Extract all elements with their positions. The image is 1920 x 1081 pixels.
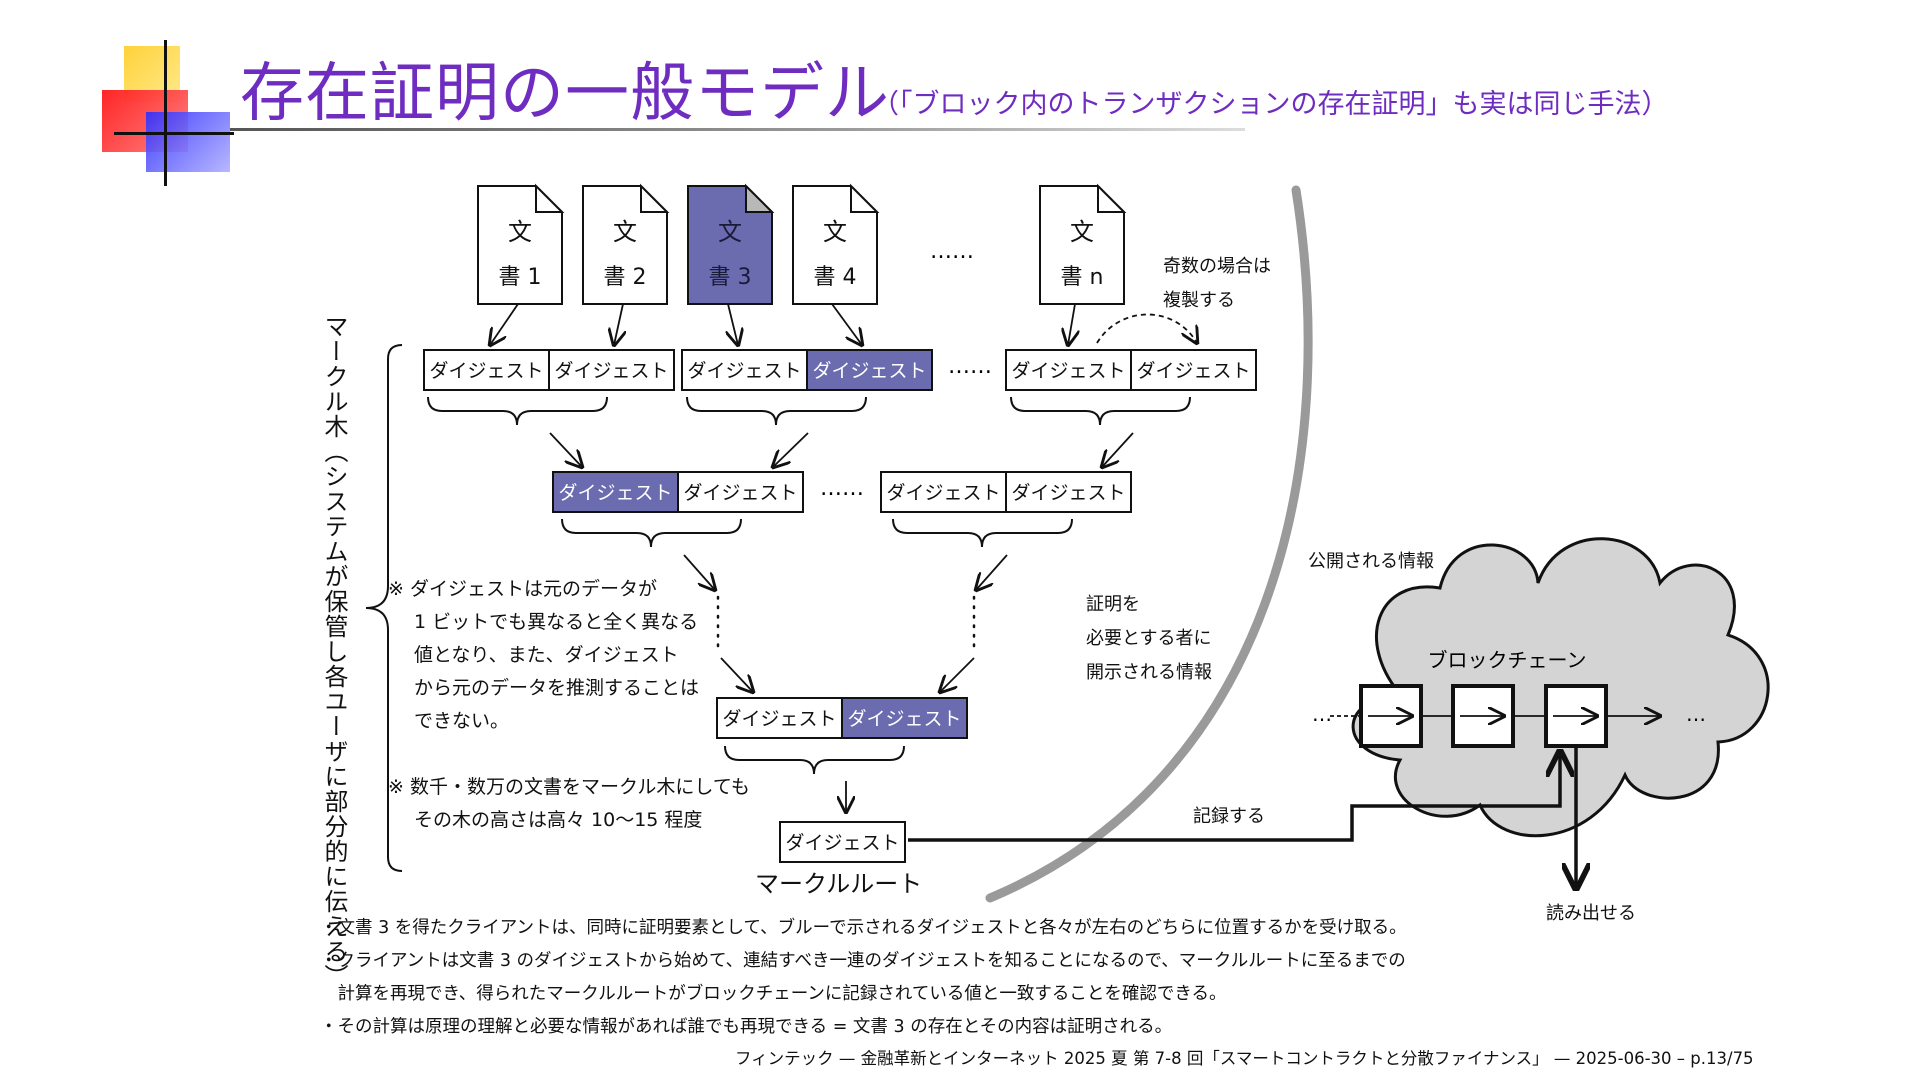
- boundary-curve: [985, 185, 1313, 903]
- bullet-item: ・その計算は原理の理解と必要な情報があれば誰でも再現できる = 文書 3 の存在…: [320, 1017, 1173, 1037]
- digest-label: ダイジェスト: [1011, 482, 1125, 504]
- digest-label: ダイジェスト: [886, 482, 1000, 504]
- readable-label: 読み出せる: [1546, 903, 1636, 924]
- odd-note: 奇数の場合は 複製する: [1163, 256, 1271, 311]
- digest-box: ダイジェスト: [423, 349, 550, 391]
- row2-ellipsis: ……: [820, 476, 864, 501]
- bullet-item: ・文書 3 を得たクライアントは、同時に証明要素として、ブルーで示されるダイジェ…: [320, 918, 1407, 938]
- public-info-label: 公開される情報: [1308, 551, 1434, 572]
- document-icon: 文書 2: [582, 183, 670, 305]
- digest-box: ダイジェスト: [677, 471, 804, 513]
- digest-box: ダイジェスト: [806, 349, 933, 391]
- height-note: ※ 数千・数万の文書をマークル木にしても その木の高さは高々 10〜15 程度: [388, 776, 750, 831]
- document-icon: 文書 1: [477, 183, 565, 305]
- bullet-item: ・クライアントは文書 3 のダイジェストから始めて、連結すべき一連のダイジェスト…: [320, 951, 1406, 971]
- digest-box: ダイジェスト: [779, 821, 906, 863]
- chain-ellipsis-right: …: [1686, 702, 1706, 726]
- digest-note: ※ ダイジェストは元のデータが 1 ビットでも異なると全く異なる 値となり、また…: [388, 578, 700, 732]
- chain-ellipsis-left: …: [1312, 702, 1332, 726]
- document-label-bottom: 書 n: [1061, 265, 1104, 290]
- digest-box: ダイジェスト: [552, 471, 679, 513]
- duplicate-arrow: [1096, 313, 1197, 344]
- document-label-top: 文: [823, 218, 847, 246]
- digest-label: ダイジェスト: [1136, 360, 1250, 382]
- digest-label: ダイジェスト: [722, 708, 836, 730]
- record-arrow: [908, 752, 1560, 842]
- row1-ellipsis: ……: [948, 354, 992, 379]
- document-icon: 文書 3: [687, 183, 775, 305]
- page-subtitle: （「ブロック内のトランザクションの存在証明」も実は同じ手法）: [872, 89, 1669, 120]
- title-underline: [230, 128, 1245, 131]
- digest-label: ダイジェスト: [683, 482, 797, 504]
- document-icon: 文書 n: [1039, 183, 1127, 305]
- documents-ellipsis: ……: [930, 239, 974, 264]
- document-label-bottom: 書 1: [499, 265, 542, 290]
- digest-label: ダイジェスト: [812, 360, 926, 382]
- footer: フィンテック — 金融革新とインターネット 2025 夏 第 7-8 回「スマー…: [735, 1049, 1754, 1068]
- digest-label: ダイジェスト: [785, 832, 899, 854]
- digest-label: ダイジェスト: [429, 360, 543, 382]
- document-label-top: 文: [613, 218, 637, 246]
- record-label: 記録する: [1193, 806, 1265, 827]
- document-label-bottom: 書 4: [814, 265, 857, 290]
- digest-label: ダイジェスト: [554, 360, 668, 382]
- digest-label: ダイジェスト: [687, 360, 801, 382]
- blockchain-label: ブロックチェーン: [1428, 648, 1587, 672]
- document-label-top: 文: [508, 218, 532, 246]
- merkle-tree-brace: [365, 344, 403, 872]
- digest-box: ダイジェスト: [880, 471, 1007, 513]
- bullet-item: 計算を再現でき、得られたマークルルートがブロックチェーンに記録されている値と一致…: [320, 984, 1227, 1004]
- proof-info-label: 証明を 必要とする者に 開示される情報: [1086, 594, 1212, 683]
- digest-box: ダイジェスト: [1005, 349, 1132, 391]
- digest-box: ダイジェスト: [1130, 349, 1257, 391]
- merkle-root-label: マークルルート: [755, 870, 923, 898]
- page-title: 存在証明の一般モデル: [240, 57, 890, 131]
- digest-box: ダイジェスト: [1005, 471, 1132, 513]
- digest-label: ダイジェスト: [1011, 360, 1125, 382]
- digest-box: ダイジェスト: [681, 349, 808, 391]
- document-label-top: 文: [1070, 218, 1094, 246]
- document-icon: 文書 4: [792, 183, 880, 305]
- digest-box: ダイジェスト: [716, 697, 843, 739]
- document-label-bottom: 書 3: [709, 265, 752, 290]
- digest-label: ダイジェスト: [847, 708, 961, 730]
- digest-box: ダイジェスト: [548, 349, 675, 391]
- digest-box: ダイジェスト: [841, 697, 968, 739]
- document-label-bottom: 書 2: [604, 265, 647, 290]
- corner-decoration: [100, 40, 340, 190]
- merkle-tree-label: マークル木（システムが保管し各ユーザに部分的に伝える）: [320, 314, 348, 989]
- digest-label: ダイジェスト: [558, 482, 672, 504]
- document-label-top: 文: [718, 218, 742, 246]
